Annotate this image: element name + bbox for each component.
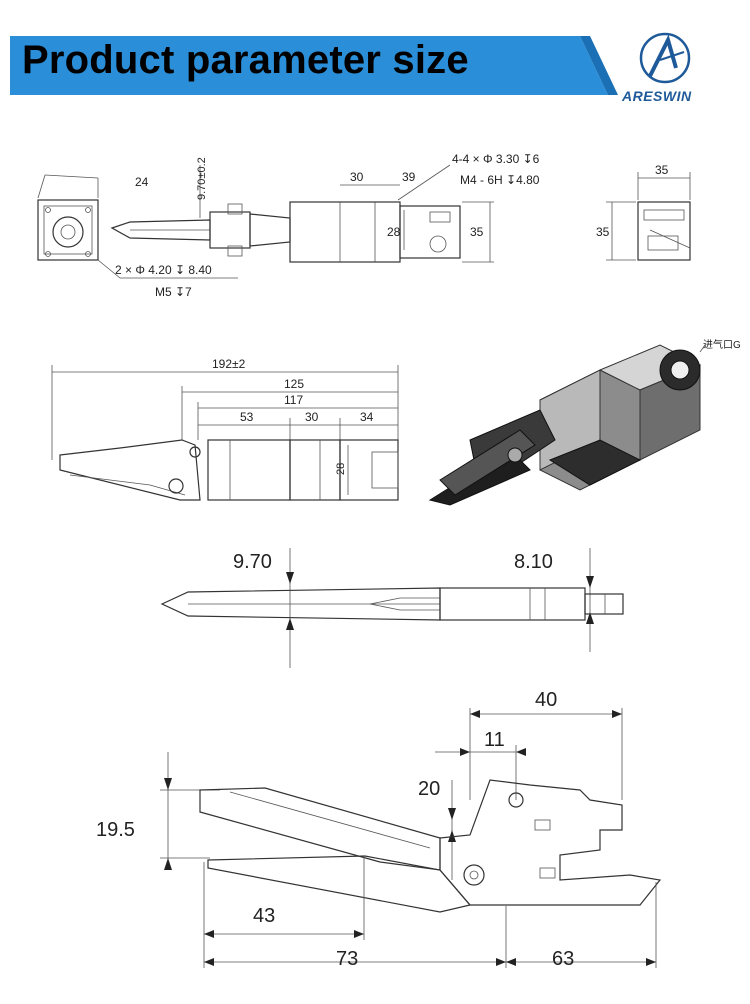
banner-accent-stripe xyxy=(580,36,618,95)
blade-tang xyxy=(584,593,624,615)
end-view-body xyxy=(37,199,99,261)
dim-40: 40 xyxy=(535,689,557,711)
side-blade-upper xyxy=(59,439,201,501)
side-cylinder-rear xyxy=(339,439,399,501)
mount-holes-spec: 2 × Φ 4.20 ↧ 8.40 xyxy=(115,263,212,277)
side-cylinder-mid xyxy=(289,439,341,501)
header-banner xyxy=(10,32,691,95)
banner-background xyxy=(10,36,608,95)
top-end-cap xyxy=(399,205,461,259)
dim-30-top: 30 xyxy=(350,170,364,184)
brand-name: ARESWIN xyxy=(622,88,692,104)
dim-125: 125 xyxy=(284,377,304,391)
dim-24: 24 xyxy=(135,175,149,189)
areswin-logo-icon xyxy=(639,32,691,84)
air-inlet-label: 进气口G xyxy=(703,338,741,351)
dim-30-side: 30 xyxy=(305,410,319,424)
dim-810: 8.10 xyxy=(514,551,553,573)
dim-11: 11 xyxy=(484,729,505,751)
dim-63: 63 xyxy=(552,948,574,970)
side-width-35: 35 xyxy=(655,163,669,177)
dim-192: 192±2 xyxy=(212,357,246,371)
side-height-35: 35 xyxy=(596,225,610,239)
page-title: Product parameter size xyxy=(22,38,469,82)
top-cylinder-body xyxy=(289,201,401,263)
dim-195: 19.5 xyxy=(96,819,135,841)
product-3d-render xyxy=(428,344,706,506)
dim-34: 34 xyxy=(360,410,374,424)
dim-20: 20 xyxy=(418,778,440,800)
dim-53: 53 xyxy=(240,410,254,424)
dim-28-top: 28 xyxy=(387,225,401,239)
dim-43: 43 xyxy=(253,905,275,927)
dim-117: 117 xyxy=(284,393,303,407)
dim-28-side: 28 xyxy=(335,463,347,475)
top-jaw-block xyxy=(209,211,251,249)
dim-39: 39 xyxy=(402,170,416,184)
lower-jaw-blade xyxy=(207,855,472,913)
top-view-drawing: 24 2 × Φ 4.20 ↧ 8.40 M5 ↧7 9.70±0.2 30 3… xyxy=(37,152,691,299)
blade-view-drawing: 9.70 8.10 xyxy=(160,548,624,668)
side-view-drawing: 192±2 125 117 53 30 34 28 xyxy=(51,338,741,506)
end-view-bore xyxy=(52,216,84,248)
side-cylinder-front xyxy=(207,439,291,501)
mount-thread-spec: M5 ↧7 xyxy=(155,285,192,299)
dim-73: 73 xyxy=(336,948,358,970)
dim-970: 9.70 xyxy=(233,551,272,573)
side-end-view xyxy=(637,201,691,261)
dim-970-tolerance: 9.70±0.2 xyxy=(196,157,208,200)
blade-shank xyxy=(439,587,586,621)
dim-35-height: 35 xyxy=(470,225,484,239)
jaw-view-drawing: 40 11 20 19.5 43 xyxy=(96,689,662,970)
thread-spec: M4 - 6H ↧4.80 xyxy=(460,173,540,187)
jaw-carrier xyxy=(439,779,662,906)
hole-spec: 4-4 × Φ 3.30 ↧6 xyxy=(452,152,540,166)
